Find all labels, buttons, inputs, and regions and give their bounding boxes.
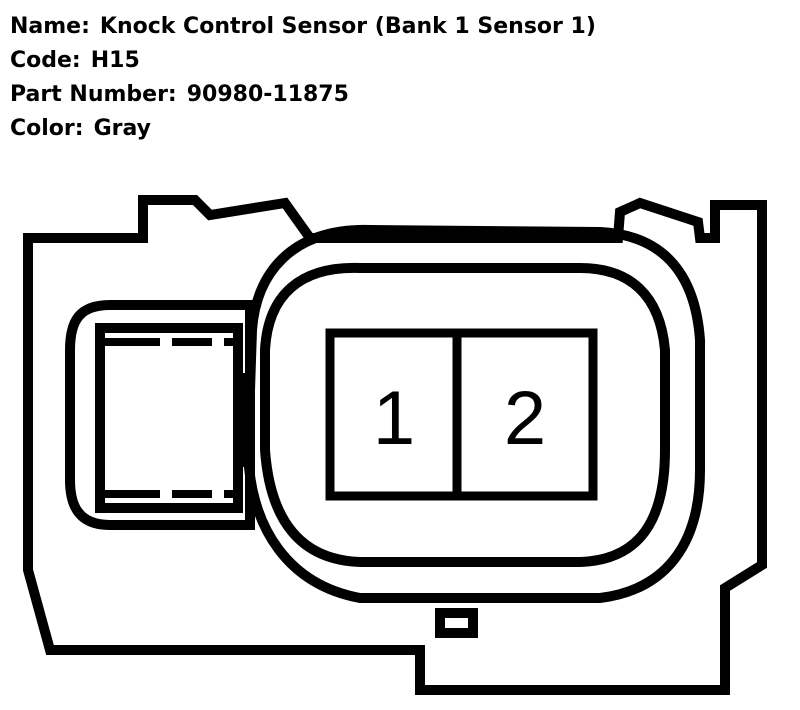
part-number-label: Part Number: xyxy=(10,82,177,107)
latch-slot-gap-3 xyxy=(160,486,172,502)
latch-slot-gaps xyxy=(160,334,224,502)
connector-info: Name: Knock Control Sensor (Bank 1 Sensor… xyxy=(10,10,596,146)
outer-hood xyxy=(242,224,705,603)
code-value: H15 xyxy=(90,48,140,73)
name-row: Name: Knock Control Sensor (Bank 1 Sensor… xyxy=(10,10,596,44)
code-row: Code: H15 xyxy=(10,44,596,78)
name-value: Knock Control Sensor (Bank 1 Sensor 1) xyxy=(99,14,596,39)
pin-2-label: 2 xyxy=(504,376,546,461)
part-number-value: 90980-11875 xyxy=(186,82,349,107)
bottom-tab xyxy=(435,608,478,638)
latch-slot-gap-4 xyxy=(212,486,224,502)
latch-slot-gap-2 xyxy=(212,334,224,350)
pin-2-cavity xyxy=(452,328,598,501)
latch-bump xyxy=(238,373,253,467)
color-label: Color: xyxy=(10,116,84,141)
part-number-row: Part Number: 90980-11875 xyxy=(10,78,596,112)
latch-slot-gap-1 xyxy=(160,334,172,350)
latch-inner xyxy=(95,323,243,513)
inner-mating-face xyxy=(260,262,670,567)
color-row: Color: Gray xyxy=(10,112,596,146)
code-label: Code: xyxy=(10,48,81,73)
pin-1-label: 1 xyxy=(373,376,415,461)
color-value: Gray xyxy=(93,116,151,141)
name-label: Name: xyxy=(10,14,90,39)
latch-slots xyxy=(100,338,238,498)
latch-outer xyxy=(65,300,255,530)
housing-outline xyxy=(23,195,767,695)
